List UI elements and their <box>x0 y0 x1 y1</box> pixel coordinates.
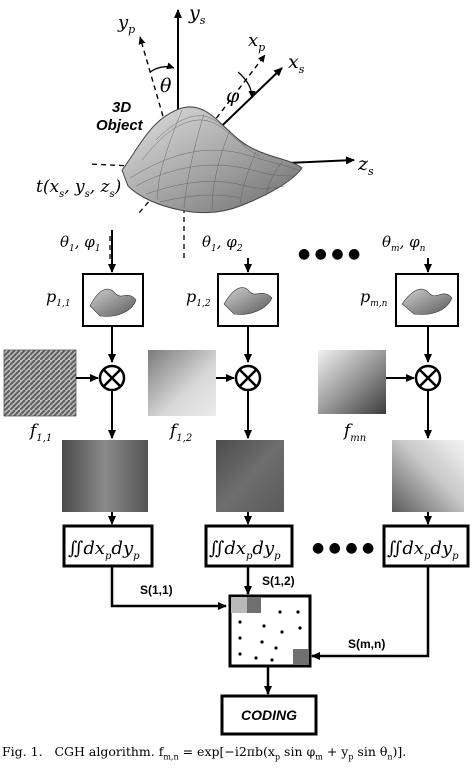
caption-sin-phi: sin φ <box>280 744 316 759</box>
angle-label-2: θ1, φ2 <box>202 233 243 254</box>
caption-fig-number: Fig. 1. <box>2 744 43 759</box>
caption-text-sub: m,n <box>163 752 179 762</box>
filter-label-2: f1,2 <box>168 421 192 444</box>
integral-box-1 <box>62 524 154 568</box>
filter-image-2 <box>148 350 216 416</box>
integral-label-3: ∬dxpdyp <box>387 538 459 562</box>
phi-label: φ <box>226 85 240 107</box>
integral-box-3 <box>382 524 470 568</box>
filter-row: f1,1 f1,2 fmn <box>3 349 442 444</box>
filter-label-3: fmn <box>342 421 366 444</box>
object-function-label: t(xs, ys, zs) <box>36 177 121 200</box>
projection-label-1: p1,1 <box>46 287 71 309</box>
connector-smn <box>311 566 430 660</box>
figure-caption: Fig. 1. CGH algorithm. fm,n = exp[−i2πb(… <box>2 744 474 766</box>
result-image-1 <box>62 440 148 512</box>
xp-axis-label: xp <box>248 30 265 54</box>
matrix-cell-1-1 <box>231 597 247 613</box>
output-label-s12: S(1,2) <box>262 574 295 588</box>
projection-box-1 <box>82 273 144 327</box>
integral-label-2: ∬dxpdyp <box>209 538 281 562</box>
integral-box-2 <box>204 524 294 568</box>
theta-arc <box>149 62 175 73</box>
output-label-smn: S(m,n) <box>348 637 385 651</box>
caption-end: )]. <box>392 744 407 759</box>
caption-sub-n: n <box>387 752 393 762</box>
result-row <box>62 440 464 525</box>
angle-label-1: θ1, φ1 <box>60 233 101 254</box>
matrix-cell-1-2 <box>247 597 261 613</box>
zs-axis-label: zs <box>357 153 374 178</box>
projection-surface-1 <box>89 288 137 317</box>
projection-surface-2 <box>223 287 273 315</box>
xs-axis-label: xs <box>288 51 305 76</box>
projection-label-2: p1,2 <box>186 287 211 309</box>
projection-box-3 <box>395 273 459 327</box>
caption-sin-theta: sin θ <box>353 744 388 759</box>
multiplier-icon-2 <box>234 364 262 392</box>
ys-axis-label: ys <box>188 2 206 27</box>
caption-equation: = exp[−i2πb(x <box>178 744 275 759</box>
coding-box <box>220 694 318 736</box>
caption-sub-p2: p <box>348 752 354 762</box>
angle-label-3: θm, φn <box>382 233 426 254</box>
coding-block: CODING <box>220 694 318 736</box>
coding-label: CODING <box>241 707 297 723</box>
filter-image-3 <box>318 350 386 414</box>
connector-s11 <box>110 566 227 610</box>
projection-surface-3 <box>401 288 453 315</box>
phi-arc <box>237 71 256 99</box>
projection-label-3: pm,n <box>360 287 388 309</box>
matrix-cell-m-n <box>293 649 309 665</box>
matrix-pixel-dots <box>238 610 302 662</box>
filter-label-1: f1,1 <box>28 421 52 444</box>
projection-box-2 <box>217 273 279 327</box>
caption-sub-m: m <box>315 752 323 762</box>
caption-text: CGH algorithm. f <box>54 744 164 759</box>
result-image-2 <box>216 440 284 512</box>
projection-row: p1,1 p1,2 pm,n <box>46 273 459 363</box>
output-label-s11: S(1,1) <box>140 583 173 597</box>
theta-label: θ <box>160 75 172 97</box>
angle-ellipsis-dots: ● ● ● ● <box>298 246 360 262</box>
object-section: ys yp xp xs zs θ φ 3D Object t(xs, ys, z… <box>36 2 374 262</box>
xp-axis <box>177 54 266 169</box>
hologram-matrix: S(1,1) S(1,2) S(m,n) <box>110 566 430 695</box>
object-surface <box>121 106 303 214</box>
multiplier-icon-1 <box>98 364 126 392</box>
angle-row: θ1, φ1 θ1, φ2 θm, φn ● ● ● ● <box>60 230 432 273</box>
caption-plus-y: + y <box>322 744 349 759</box>
object-title-line2: Object <box>96 117 144 134</box>
result-image-3 <box>392 440 464 512</box>
yp-axis-label: yp <box>117 12 135 36</box>
caption-sub-p1: p <box>274 752 281 762</box>
integral-row: ∬dxpdyp ∬dxpdyp ∬dxpdyp ● ● ● ● <box>62 524 470 568</box>
integral-ellipsis-dots: ● ● ● ● <box>312 540 374 556</box>
object-title-line1: 3D <box>112 99 131 116</box>
multiplier-icon-3 <box>414 364 442 392</box>
filter-image-1 <box>3 349 77 417</box>
object-surface-mesh <box>129 109 299 211</box>
integral-label-1: ∬dxpdyp <box>68 538 140 562</box>
